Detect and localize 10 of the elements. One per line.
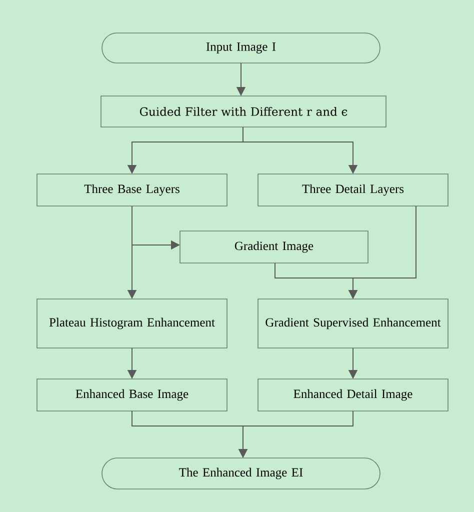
- process-box: Enhanced Detail Image: [258, 378, 448, 412]
- terminal-box: Input Image I: [102, 32, 380, 64]
- process-box: Enhanced Base Image: [36, 378, 228, 412]
- process-box: Guided Filter with Different r and ϵ: [100, 96, 386, 128]
- process-box: Three Base Layers: [36, 174, 228, 206]
- process-box: Gradient Image: [180, 230, 368, 264]
- terminal-box: The Enhanced Image EI: [102, 458, 380, 490]
- process-box: Gradient Supervised Enhancement: [258, 298, 448, 348]
- process-box: Three Detail Layers: [258, 174, 448, 206]
- process-box: Plateau Histogram Enhancement: [36, 298, 228, 348]
